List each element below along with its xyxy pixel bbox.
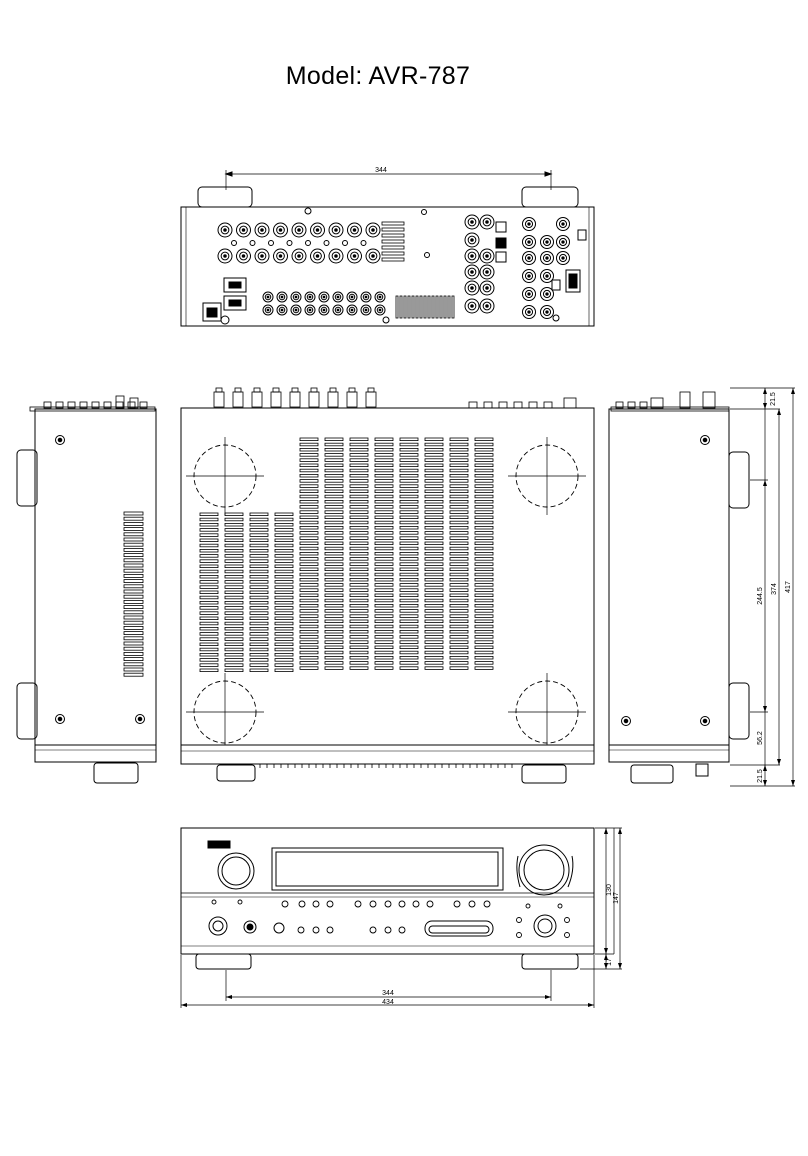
- dim-side-bottom-offset: 21.5: [757, 769, 764, 783]
- dim-side-top-offset: 21.5: [770, 392, 777, 406]
- dim-foot-to-bottom: 56.2: [757, 731, 764, 745]
- dim-foot-spacing: 244.5: [757, 587, 764, 605]
- front-view: 130 147 17 344 434: [180, 827, 622, 1008]
- page-title: Model: AVR-787: [285, 62, 471, 90]
- dim-foot-height: 17: [606, 958, 613, 966]
- rear-view: 344: [180, 167, 595, 327]
- dim-side-total: 417: [785, 581, 792, 593]
- dim-side-height: 374: [771, 583, 778, 595]
- dim-overall-width: 434: [382, 999, 394, 1006]
- right-side-view: 21.5 244.5 374 417 56.2 21.5: [608, 387, 795, 787]
- left-side-view: [16, 395, 157, 784]
- dim-front-height-body: 130: [606, 884, 613, 896]
- dim-foot-width: 344: [382, 990, 394, 997]
- dim-front-height: 147: [613, 892, 620, 904]
- rear-width-label: 344: [375, 167, 387, 174]
- top-view: [180, 387, 595, 784]
